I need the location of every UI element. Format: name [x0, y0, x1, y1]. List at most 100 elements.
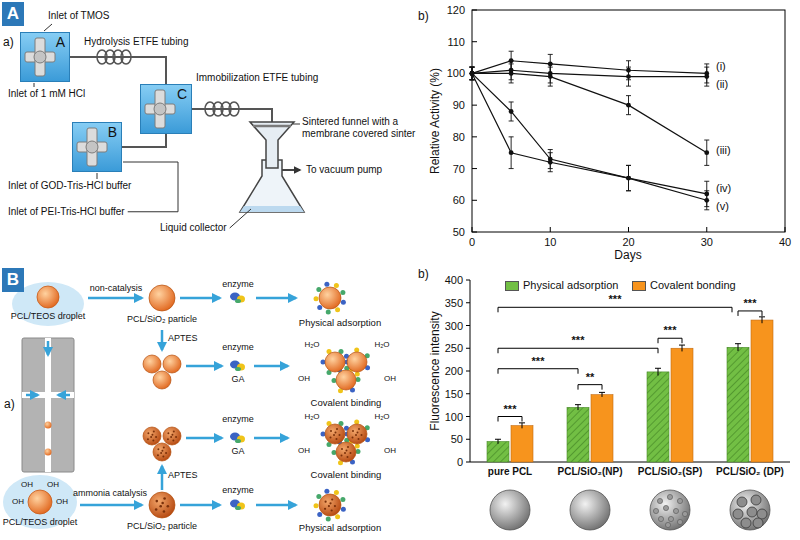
process-arrow [88, 297, 142, 300]
sem-pore [747, 507, 757, 517]
pore [167, 438, 169, 440]
data-line [472, 73, 707, 200]
process-arrow [161, 330, 164, 350]
error-cap [626, 190, 631, 191]
panel-label-box: A [2, 2, 24, 26]
error-cap [575, 404, 581, 405]
panel-letter: A [7, 5, 19, 24]
data-point [548, 160, 553, 165]
series-label: (iv) [716, 182, 731, 195]
error-cap [626, 60, 631, 61]
tick-label: 50 [451, 433, 463, 446]
pore [330, 430, 332, 432]
pore [331, 498, 333, 500]
sem-image [650, 490, 690, 530]
chip-channel [45, 338, 51, 472]
particle [347, 424, 367, 444]
tubing-connector [122, 134, 166, 147]
particle [347, 352, 367, 372]
significance-mark: ** [586, 371, 595, 384]
error-cap [470, 67, 475, 68]
fitting-hub [86, 141, 98, 153]
axis-title: Days [614, 249, 641, 263]
tick-mark [628, 227, 629, 232]
bar [591, 395, 613, 462]
error-cap [548, 86, 553, 87]
data-line [472, 73, 707, 194]
microfluidic-chip [22, 338, 74, 472]
process-arrow [47, 341, 50, 355]
tick-mark [472, 105, 477, 106]
error-cap [626, 165, 631, 166]
error-cap [599, 392, 605, 393]
pore [165, 452, 167, 454]
process-arrow [180, 297, 220, 300]
chem-label: H₂O [304, 412, 319, 421]
tick-mark [472, 10, 477, 11]
chem-label: PCL/SiO₂ particle [127, 521, 197, 531]
sem-pore [753, 518, 763, 528]
error-cap [509, 51, 514, 52]
bound-enzyme [324, 489, 329, 494]
bar [511, 426, 533, 462]
tee-junction-block: B [72, 122, 122, 172]
bound-enzyme [334, 490, 339, 495]
error-cap [626, 95, 631, 96]
sintered-funnel [250, 122, 294, 168]
chem-label: APTES [168, 333, 198, 343]
particle [325, 352, 345, 372]
tick-mark [466, 371, 470, 372]
tick-mark [706, 227, 707, 232]
membrane [253, 125, 291, 128]
pore [357, 432, 359, 434]
legend-text: Covalent bonding [650, 279, 736, 292]
error-cap [626, 165, 631, 166]
chem-label: OH [298, 374, 310, 383]
bound-enzyme [314, 503, 319, 508]
sem-pore [751, 495, 761, 505]
particle [149, 492, 175, 518]
error-cap [470, 79, 475, 80]
tick-label: 90 [453, 99, 465, 112]
sem-dimple [665, 522, 670, 527]
tick-label: 0 [457, 456, 463, 469]
chem-label: OH [47, 480, 59, 489]
tick-label: 250 [445, 342, 463, 355]
pore [155, 508, 158, 511]
chem-label: PCL/TEOS droplet [11, 311, 86, 321]
tick-mark [466, 302, 470, 303]
error-cap [548, 63, 553, 64]
fitting-arm [35, 38, 45, 76]
category-label: PCL/SiO₂ (DP) [716, 466, 784, 478]
sem-pore [733, 509, 743, 519]
leader-line [230, 209, 251, 228]
bound-enzyme [335, 307, 340, 312]
error-cap [509, 101, 514, 102]
significance-bracket [658, 338, 682, 343]
error-bar [498, 439, 499, 444]
process-label: ammonia catalysis [73, 488, 147, 498]
pore [352, 430, 354, 432]
legend-swatch [505, 281, 519, 291]
chem-label: OH [384, 374, 396, 383]
pore [163, 510, 166, 513]
tick-label: 50 [453, 226, 465, 239]
particle [153, 443, 171, 461]
error-cap [509, 63, 514, 64]
sem-pore [741, 518, 751, 528]
error-bar [602, 392, 603, 397]
pore [157, 448, 159, 450]
particle [336, 370, 356, 390]
sem-image [570, 490, 610, 530]
error-cap [509, 168, 514, 169]
pore [329, 502, 331, 504]
enzyme-glyph [235, 299, 241, 303]
tick-label: 20 [622, 236, 634, 249]
tick-label: 300 [445, 319, 463, 332]
error-cap [548, 67, 553, 68]
sem-dimple [653, 508, 658, 513]
enzyme-glyph [235, 506, 241, 510]
pore [171, 434, 173, 436]
enzyme-glyph [235, 367, 241, 371]
pore [324, 508, 326, 510]
